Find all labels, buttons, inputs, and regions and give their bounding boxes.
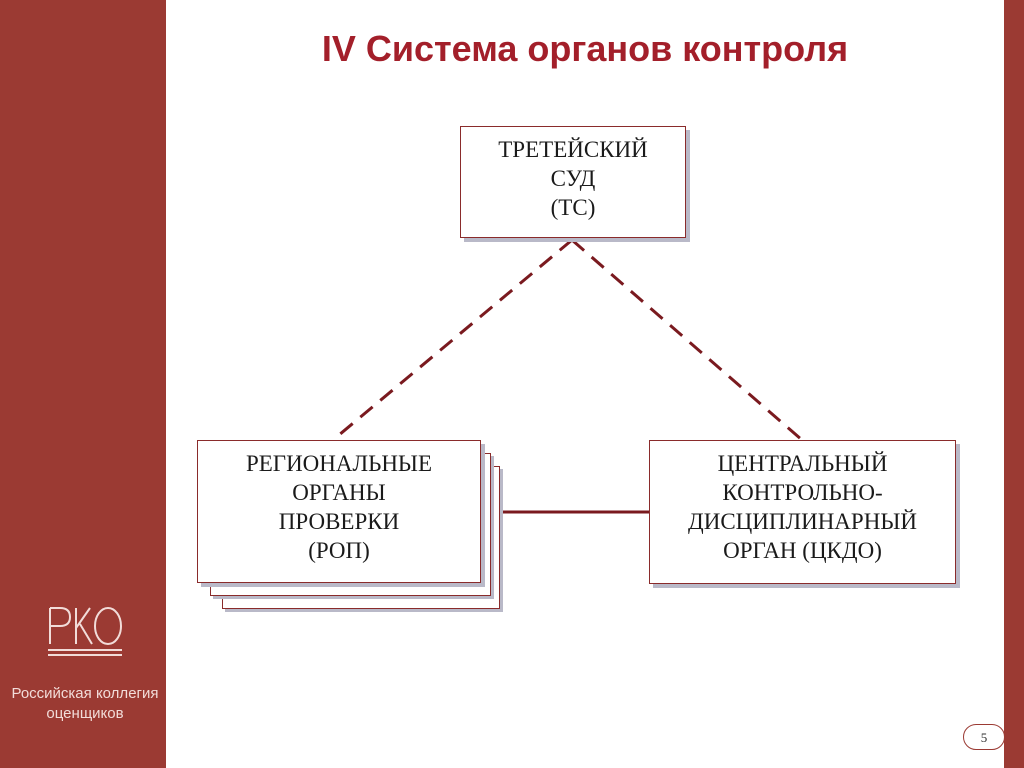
tribunal-box: ТРЕТЕЙСКИЙ СУД (ТС) bbox=[460, 126, 686, 238]
page-number-badge: 5 bbox=[963, 724, 1005, 750]
tribunal-line3: (ТС) bbox=[550, 195, 596, 220]
central-line1: ЦЕНТРАЛЬНЫЙ bbox=[717, 451, 888, 476]
tribunal-line1: ТРЕТЕЙСКИЙ bbox=[498, 137, 648, 162]
org-name-line1: Российская коллегия bbox=[11, 685, 159, 702]
regional-line3: ПРОВЕРКИ bbox=[278, 509, 400, 534]
central-line4: ОРГАН (ЦКДО) bbox=[723, 538, 882, 563]
regional-box: РЕГИОНАЛЬНЫЕ ОРГАНЫ ПРОВЕРКИ (РОП) bbox=[197, 440, 481, 583]
regional-line4: (РОП) bbox=[308, 538, 370, 563]
rko-logo bbox=[48, 607, 122, 656]
org-name-line2: оценщиков bbox=[46, 705, 124, 722]
central-box: ЦЕНТРАЛЬНЫЙ КОНТРОЛЬНО- ДИСЦИПЛИНАРНЫЙ О… bbox=[649, 440, 956, 584]
dashed-connector-left bbox=[332, 238, 573, 442]
regional-line2: ОРГАНЫ bbox=[292, 480, 386, 505]
right-brand-bar bbox=[1004, 0, 1024, 768]
organization-name: Российская коллегия оценщиков bbox=[10, 684, 160, 724]
central-line3: ДИСЦИПЛИНАРНЫЙ bbox=[688, 509, 917, 534]
dashed-connector-right bbox=[571, 238, 803, 442]
central-line2: КОНТРОЛЬНО- bbox=[722, 480, 883, 505]
left-brand-bar bbox=[0, 0, 166, 768]
regional-line1: РЕГИОНАЛЬНЫЕ bbox=[245, 451, 433, 476]
tribunal-line2: СУД bbox=[550, 166, 596, 191]
slide-title: IV Система органов контроля bbox=[321, 28, 849, 69]
